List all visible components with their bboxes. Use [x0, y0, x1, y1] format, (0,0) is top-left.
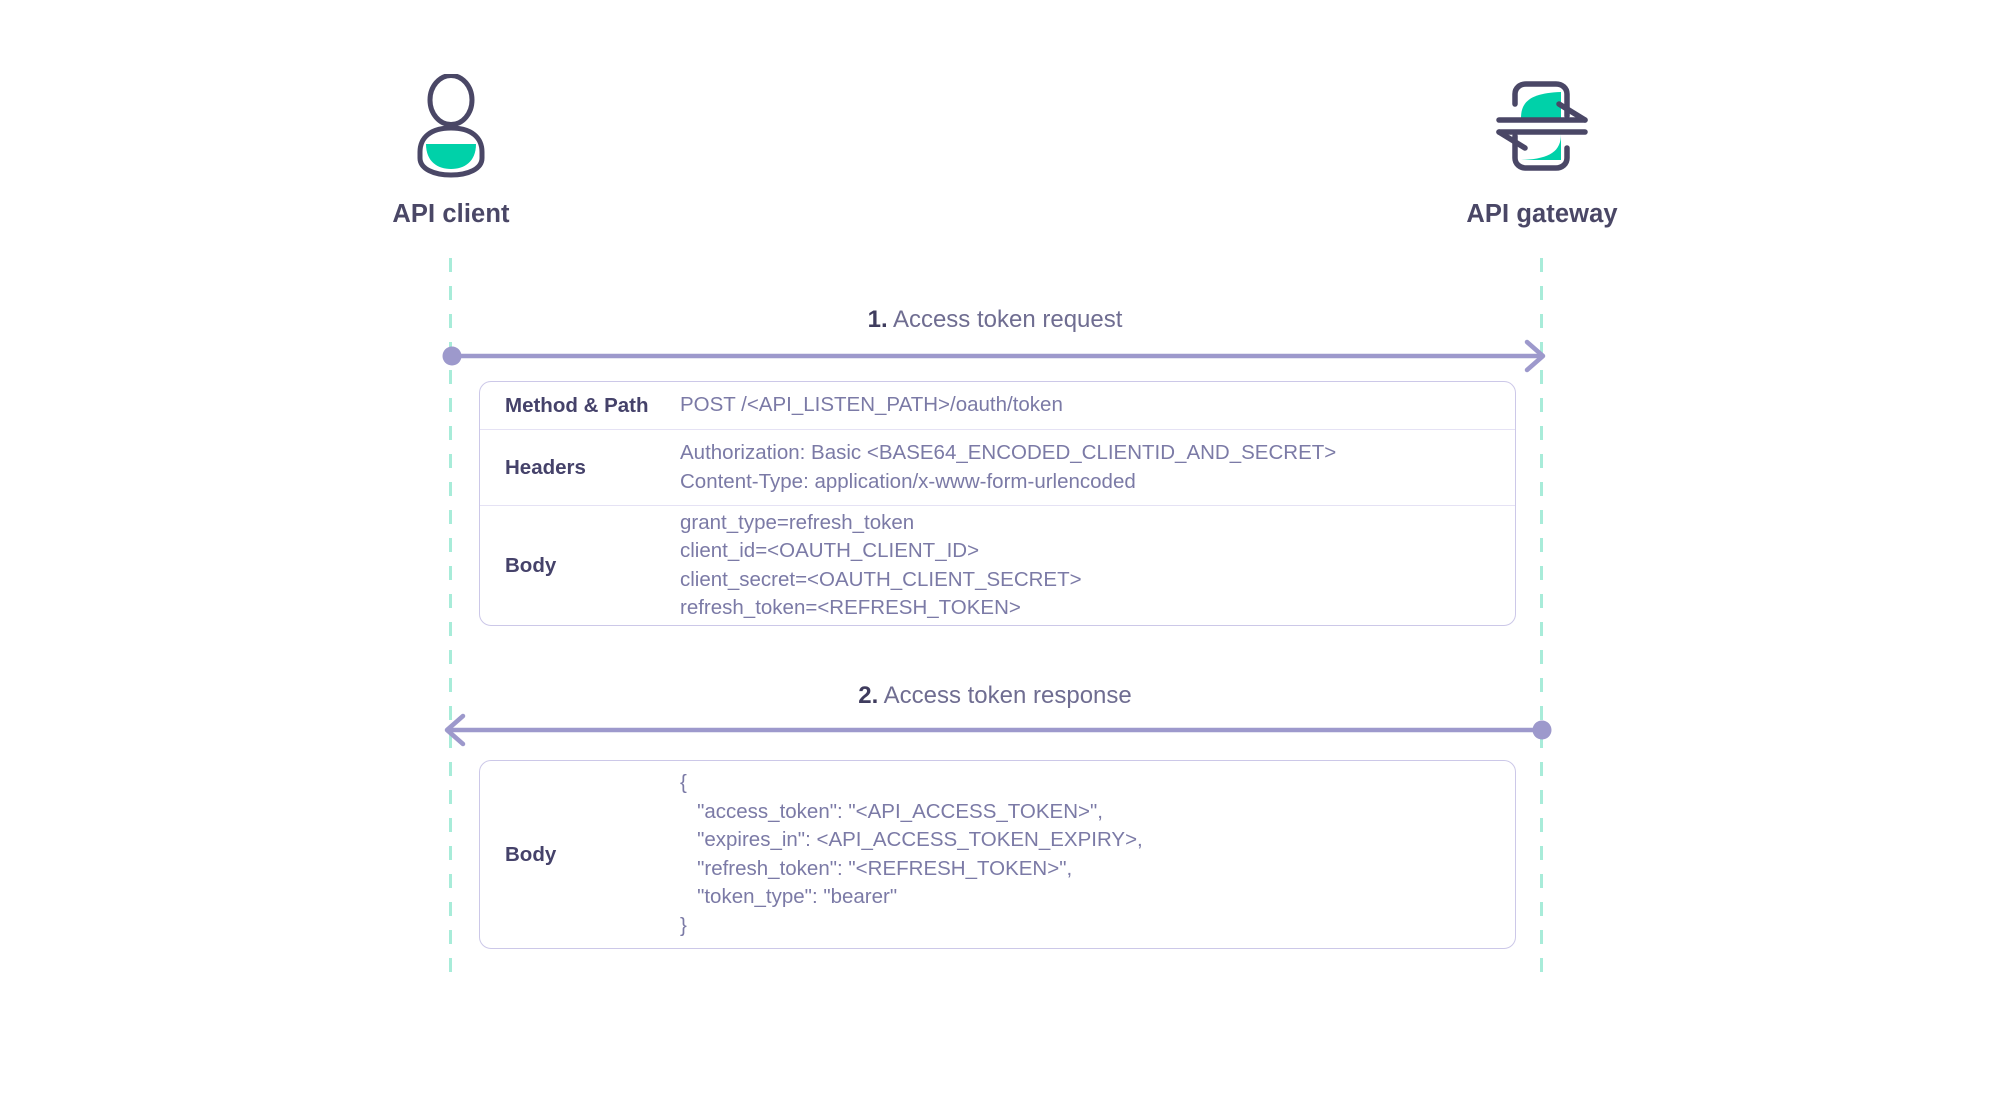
- row-value-body: grant_type=refresh_token client_id=<OAUT…: [680, 509, 1515, 623]
- message-title-2: 2. Access token response: [445, 682, 1545, 710]
- message-label-1: Access token request: [892, 306, 1123, 333]
- value-line: "expires_in": <API_ACCESS_TOKEN_EXPIRY>,: [680, 828, 1143, 851]
- row-value-body: { "access_token": "<API_ACCESS_TOKEN>", …: [680, 769, 1515, 940]
- row-value-headers: Authorization: Basic <BASE64_ENCODED_CLI…: [680, 439, 1515, 496]
- request-details-card: Method & Path POST /<API_LISTEN_PATH>/oa…: [479, 381, 1516, 626]
- row-label-method-path: Method & Path: [505, 393, 649, 417]
- value-line: refresh_token=<REFRESH_TOKEN>: [680, 596, 1021, 619]
- lifeline-api-gateway: [1540, 258, 1543, 972]
- message-title-1: 1. Access token request: [445, 306, 1545, 334]
- actor-label-api-client: API client: [392, 200, 510, 228]
- row-label-headers: Headers: [505, 455, 586, 479]
- user-person-icon: [311, 74, 591, 178]
- table-row: Body grant_type=refresh_token client_id=…: [480, 505, 1515, 625]
- message-number-1: 1.: [867, 306, 888, 333]
- value-line: POST /<API_LISTEN_PATH>/oauth/token: [680, 393, 1063, 417]
- table-row: Method & Path POST /<API_LISTEN_PATH>/oa…: [480, 382, 1515, 429]
- value-line: Authorization: Basic <BASE64_ENCODED_CLI…: [680, 441, 1337, 464]
- table-row: Headers Authorization: Basic <BASE64_ENC…: [480, 429, 1515, 505]
- actor-api-client: API client: [311, 74, 591, 229]
- response-details-card: Body { "access_token": "<API_ACCESS_TOKE…: [479, 760, 1516, 949]
- message-arrow-2: [444, 713, 1552, 747]
- message-label-2: Access token response: [883, 682, 1132, 709]
- row-value-method-path: POST /<API_LISTEN_PATH>/oauth/token: [680, 391, 1515, 420]
- row-label-body: Body: [505, 842, 557, 866]
- lifeline-api-client: [449, 258, 452, 972]
- value-line: "refresh_token": "<REFRESH_TOKEN>",: [680, 856, 1073, 880]
- value-line: "access_token": "<API_ACCESS_TOKEN>",: [680, 799, 1103, 823]
- value-line: "token_type": "bearer": [680, 885, 898, 908]
- value-line: {: [680, 771, 687, 794]
- actor-label-api-gateway: API gateway: [1466, 200, 1618, 228]
- message-arrow-1: [442, 339, 1546, 373]
- value-line: grant_type=refresh_token: [680, 510, 915, 534]
- value-line: Content-Type: application/x-www-form-url…: [680, 469, 1136, 493]
- table-row: Body { "access_token": "<API_ACCESS_TOKE…: [480, 761, 1515, 948]
- value-line: client_secret=<OAUTH_CLIENT_SECRET>: [680, 567, 1082, 591]
- actor-api-gateway: API gateway: [1402, 74, 1682, 229]
- value-line: }: [680, 913, 687, 937]
- row-label-body: Body: [505, 553, 557, 577]
- value-line: client_id=<OAUTH_CLIENT_ID>: [680, 539, 980, 562]
- api-gateway-exchange-icon: [1402, 74, 1682, 178]
- message-number-2: 2.: [858, 682, 879, 709]
